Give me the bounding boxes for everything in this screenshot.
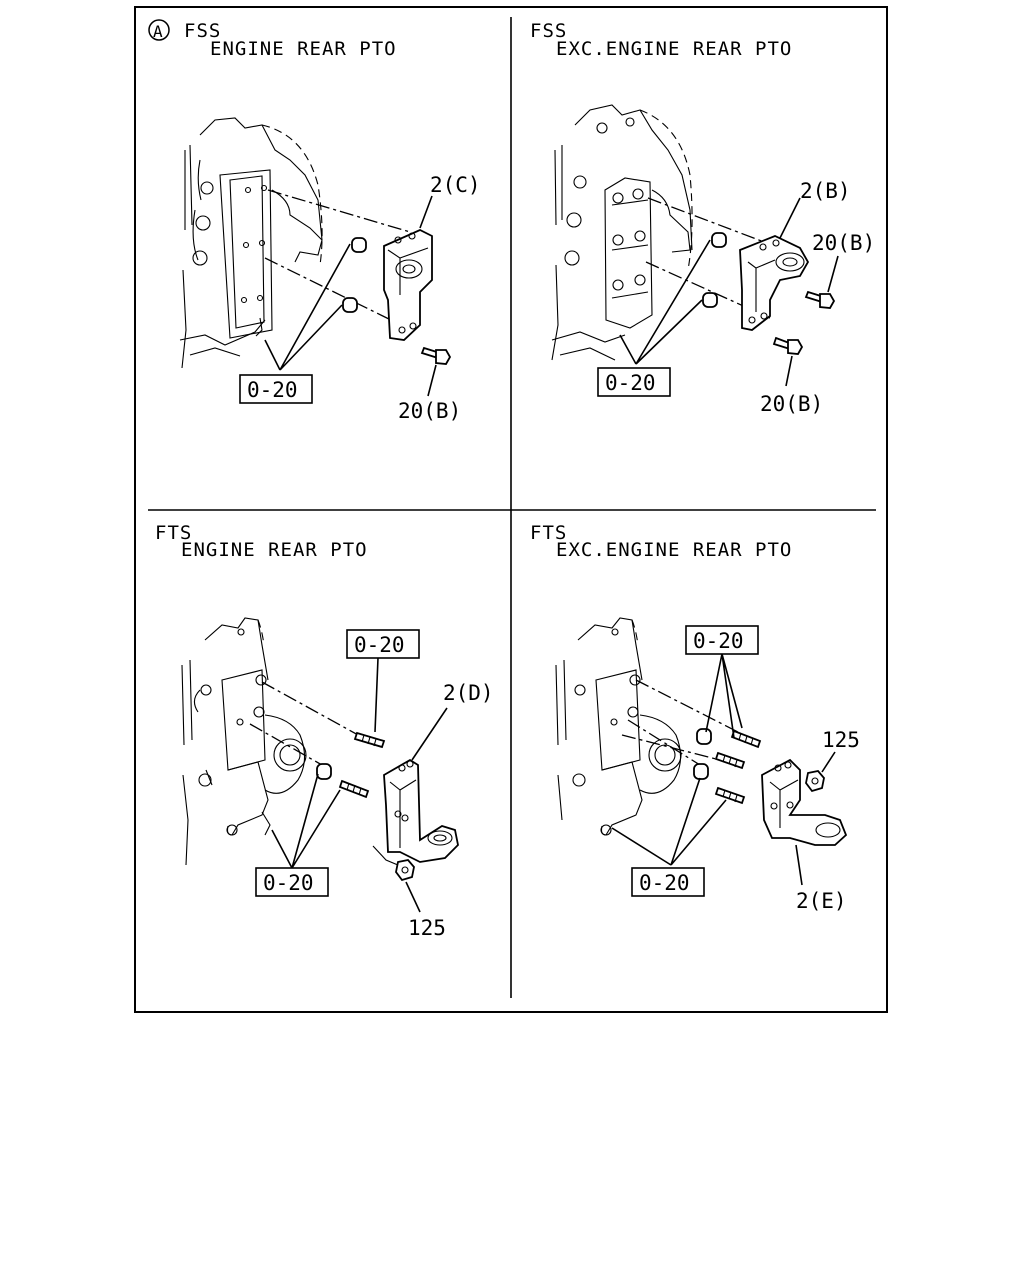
panel-fts-exc-engine-rear-pto: FTS EXC.ENGINE REAR PTO [530, 522, 860, 913]
engine-housing-drawing [181, 617, 307, 866]
flange-nut [805, 770, 825, 793]
boxed-ref-label-bottom: 0-20 [263, 871, 314, 895]
bracket-2c [383, 229, 433, 341]
stud-bolt [730, 729, 762, 749]
stud-bolt [338, 779, 370, 799]
part-label-bracket: 2(B) [800, 179, 851, 203]
boxed-ref-label-top: 0-20 [693, 629, 744, 653]
marker-circle-a [148, 19, 170, 41]
part-label-bracket: 2(E) [796, 889, 847, 913]
flange-nut [395, 859, 415, 882]
bracket-2d [383, 758, 459, 863]
boxed-ref-label: 0-20 [247, 378, 298, 402]
part-label-bolt-upper: 20(B) [812, 231, 875, 255]
ref-box-bottom [255, 867, 329, 897]
part-label-bolt: 20(B) [398, 399, 461, 423]
dowel-pin [711, 232, 727, 248]
dowel-pin [351, 237, 367, 253]
dowel-pin [696, 728, 712, 745]
panel-model: FTS [155, 522, 192, 544]
panel-fss-exc-engine-rear-pto: FSS EXC.ENGINE REAR PTO [530, 20, 875, 416]
bracket-2b [739, 235, 810, 331]
ref-box-top [346, 629, 420, 659]
stud-bolt [714, 786, 746, 805]
boxed-ref-label: 0-20 [605, 371, 656, 395]
part-label-nut: 125 [408, 916, 446, 940]
flange-bolt-lower [772, 336, 804, 355]
panel-model: FSS [530, 20, 567, 42]
panel-fts-engine-rear-pto: FTS ENGINE REAR PTO [155, 522, 494, 940]
panel-model: FTS [530, 522, 567, 544]
stud-bolt [353, 731, 386, 749]
flange-bolt [420, 346, 452, 365]
panel-marker: A [153, 22, 163, 41]
diagram-frame [134, 6, 888, 1013]
engine-housing-drawing [555, 617, 682, 836]
boxed-ref-label-bottom: 0-20 [639, 871, 690, 895]
panel-condition: ENGINE REAR PTO [210, 38, 397, 60]
panel-model: FSS [184, 20, 221, 42]
ref-box [239, 374, 313, 404]
part-label-bracket: 2(C) [430, 173, 481, 197]
dowel-pin [693, 763, 709, 780]
part-label-nut: 125 [822, 728, 860, 752]
panel-condition: EXC.ENGINE REAR PTO [556, 539, 792, 561]
panel-condition: ENGINE REAR PTO [181, 539, 368, 561]
dowel-pin [702, 292, 718, 308]
bracket-2e [761, 758, 848, 846]
dowel-pin [316, 763, 332, 780]
part-label-bracket: 2(D) [443, 681, 494, 705]
engine-housing-drawing [179, 117, 323, 369]
engine-housing-drawing [551, 104, 693, 361]
boxed-ref-label-top: 0-20 [354, 633, 405, 657]
dowel-pin [342, 297, 358, 313]
part-label-bolt-lower: 20(B) [760, 392, 823, 416]
panel-fss-engine-rear-pto: A FSS ENGINE REAR PTO [148, 19, 481, 423]
flange-bolt-upper [804, 290, 836, 309]
ref-box [597, 367, 671, 397]
panel-condition: EXC.ENGINE REAR PTO [556, 38, 792, 60]
ref-box-bottom [631, 867, 705, 897]
ref-box-top [685, 625, 759, 655]
stud-bolt [714, 751, 746, 770]
